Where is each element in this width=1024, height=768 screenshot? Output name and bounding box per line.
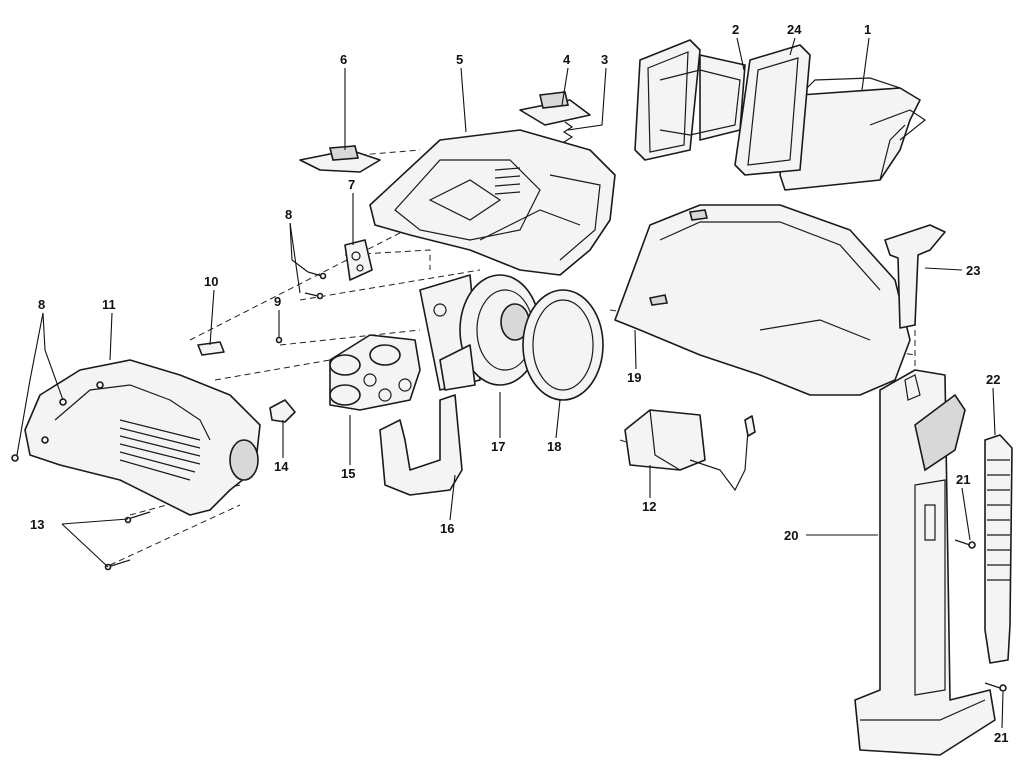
callout-19: 19	[627, 370, 641, 385]
part-15-battery	[329, 334, 421, 411]
callout-9: 9	[274, 294, 281, 309]
callout-15: 15	[341, 466, 355, 481]
callout-16: 16	[440, 521, 454, 536]
part-2-filter	[634, 39, 746, 161]
part-10-plate	[197, 341, 225, 356]
callout-2: 2	[732, 22, 739, 37]
part-20-wall-mount	[854, 369, 996, 756]
part-21-screws	[954, 539, 1007, 692]
part-5-top-housing	[369, 129, 616, 276]
callout-20: 20	[784, 528, 798, 543]
part-22-brush	[984, 434, 1013, 664]
callout-18: 18	[547, 439, 561, 454]
leader-lines	[16, 37, 1004, 729]
callout-24: 24	[787, 22, 802, 37]
callout-21-lower: 21	[994, 730, 1008, 745]
part-18-ring	[522, 289, 604, 401]
part-24-screen	[734, 44, 811, 176]
callout-14: 14	[274, 459, 289, 474]
part-7-switch	[344, 239, 373, 281]
part-8-screws-upper	[304, 271, 327, 300]
callout-17: 17	[491, 439, 505, 454]
callout-12: 12	[642, 499, 656, 514]
part-9-pin	[275, 336, 283, 344]
callout-8-left: 8	[38, 297, 45, 312]
part-8-screws-lower	[11, 398, 67, 462]
callout-22: 22	[986, 372, 1000, 387]
callout-7: 7	[348, 177, 355, 192]
callout-1: 1	[864, 22, 871, 37]
part-12-charger	[624, 409, 756, 492]
part-11-side-housing	[24, 359, 261, 516]
part-16-bracket	[379, 394, 463, 496]
callout-4: 4	[563, 52, 571, 67]
callout-23: 23	[966, 263, 980, 278]
callout-labels: 1 2 24 3 4 5 6 7 8 8 9 10 11 12 13 14 15…	[30, 22, 1008, 745]
callout-21-upper: 21	[956, 472, 970, 487]
callout-13: 13	[30, 517, 44, 532]
callout-11: 11	[102, 297, 116, 312]
part-4-latch	[519, 91, 591, 126]
part-6-latch	[299, 145, 381, 173]
callout-6: 6	[340, 52, 347, 67]
part-14-clip	[269, 399, 296, 423]
callout-3: 3	[601, 52, 608, 67]
part-17-motor	[419, 274, 541, 391]
part-19-bowl	[614, 204, 911, 396]
part-23-crevice-tool	[884, 224, 946, 329]
callout-10: 10	[204, 274, 218, 289]
callout-8-upper: 8	[285, 207, 292, 222]
callout-5: 5	[456, 52, 463, 67]
